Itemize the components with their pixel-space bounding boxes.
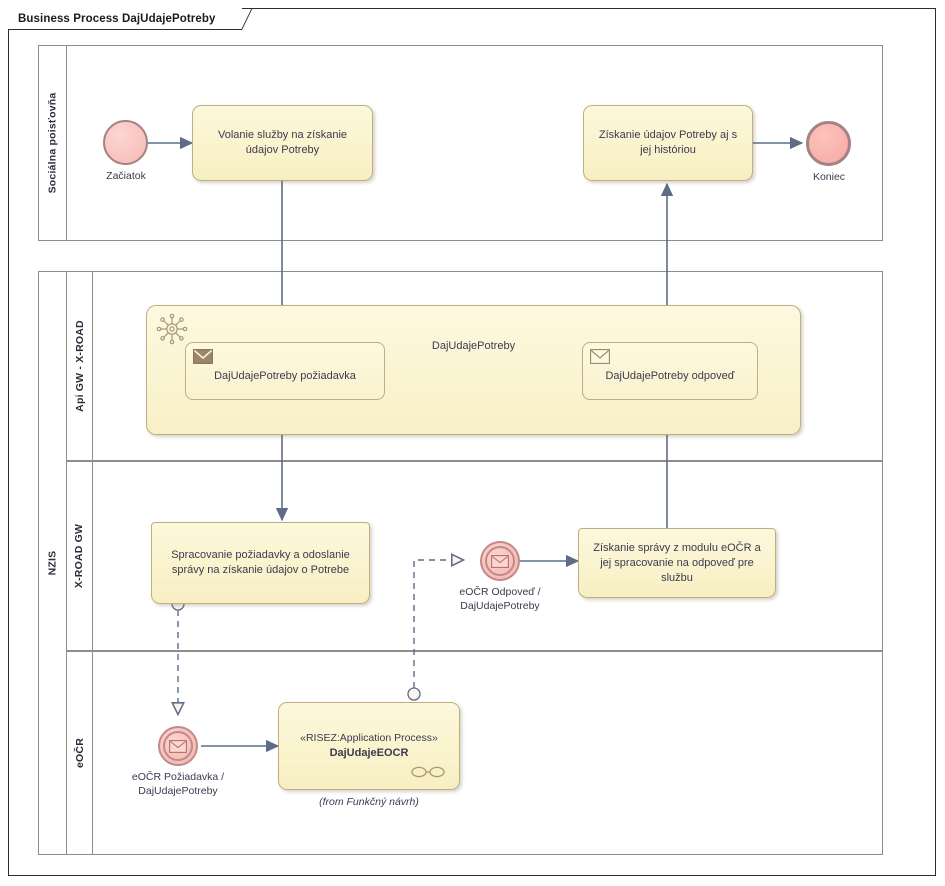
message-task-dajudajepotreby-odpoved[interactable]: DajUdajePotreby odpoveď: [582, 342, 758, 400]
task-volanie-sluzby[interactable]: Volanie služby na získanie údajov Potreb…: [192, 105, 373, 181]
task-volanie-sluzby-label: Volanie služby na získanie údajov Potreb…: [217, 129, 348, 156]
lane-label-eocr: eOČR: [73, 738, 86, 768]
subprocess-dajudajepotreby[interactable]: DajUdajePotreby DajUdajePotreby požiadav…: [146, 305, 801, 435]
task-dajudajeeocr-caption: (from Funkčný návrh): [319, 796, 419, 808]
start-event-label: Začiatok: [106, 170, 146, 182]
page-title: Business Process DajUdajePotreby: [18, 12, 216, 25]
envelope-icon: [169, 739, 187, 753]
lane-label-xroad-gw: X-ROAD GW: [73, 523, 86, 589]
task-dajudajeeocr-name: DajUdajeEOCR: [329, 747, 409, 759]
pool-socialna-poistovna: Sociálna poisťovňa: [38, 45, 883, 241]
pool-label-socialna-poistovna: Sociálna poisťovňa: [46, 92, 59, 194]
task-ziskanie-spravy-eocr-label: Získanie správy z modulu eOČR a jej spra…: [593, 541, 761, 584]
gear-icon: [156, 313, 188, 345]
pool-header-socialna-poistovna: Sociálna poisťovňa: [39, 46, 67, 240]
pool-header-nzis: NZIS: [39, 272, 67, 854]
message-event-eocr-odpoved[interactable]: [480, 541, 520, 581]
envelope-filled-icon: [193, 349, 213, 364]
lane-eocr: eOČR: [66, 651, 883, 855]
start-event-zaciatok[interactable]: [103, 120, 148, 165]
lane-header-api-gw-xroad: Api GW - X-ROAD: [67, 272, 93, 460]
lane-header-eocr: eOČR: [67, 652, 93, 854]
message-task-odpoved-label: DajUdajePotreby odpoveď: [605, 369, 735, 382]
message-start-event-eocr-poziadavka-label: eOČR Požiadavka / DajUdajePotreby: [131, 771, 225, 797]
envelope-icon: [491, 554, 509, 568]
task-dajudajeeocr-stereotype: «RISEZ:Application Process»: [300, 732, 438, 744]
envelope-outline-icon: [590, 349, 610, 364]
task-spracovanie-poziadavky[interactable]: Spracovanie požiadavky a odoslanie správ…: [151, 522, 370, 604]
link-chain-icon: [411, 766, 445, 778]
message-task-dajudajepotreby-poziadavka[interactable]: DajUdajePotreby požiadavka: [185, 342, 385, 400]
lane-header-xroad-gw: X-ROAD GW: [67, 462, 93, 650]
task-ziskanie-spravy-eocr[interactable]: Získanie správy z modulu eOČR a jej spra…: [578, 528, 776, 598]
task-ziskanie-udajov-historia[interactable]: Získanie údajov Potreby aj s jej históri…: [583, 105, 753, 181]
message-task-poziadavka-label: DajUdajePotreby požiadavka: [214, 369, 356, 382]
task-ziskanie-udajov-historia-label: Získanie údajov Potreby aj s jej históri…: [598, 129, 738, 156]
task-spracovanie-poziadavky-label: Spracovanie požiadavky a odoslanie správ…: [171, 549, 350, 576]
end-event-label: Koniec: [812, 171, 846, 183]
diagram-title-tab: Business Process DajUdajePotreby: [8, 8, 242, 30]
message-event-eocr-odpoved-label: eOČR Odpoveď / DajUdajePotreby: [459, 586, 541, 612]
lane-label-api-gw-xroad: Api GW - X-ROAD: [73, 320, 86, 412]
task-dajudajeeocr[interactable]: «RISEZ:Application Process» DajUdajeEOCR: [278, 702, 460, 790]
end-event-koniec[interactable]: [806, 121, 851, 166]
subprocess-label: DajUdajePotreby: [431, 340, 516, 352]
pool-label-nzis: NZIS: [46, 550, 59, 576]
message-start-event-eocr-poziadavka[interactable]: [158, 726, 198, 766]
